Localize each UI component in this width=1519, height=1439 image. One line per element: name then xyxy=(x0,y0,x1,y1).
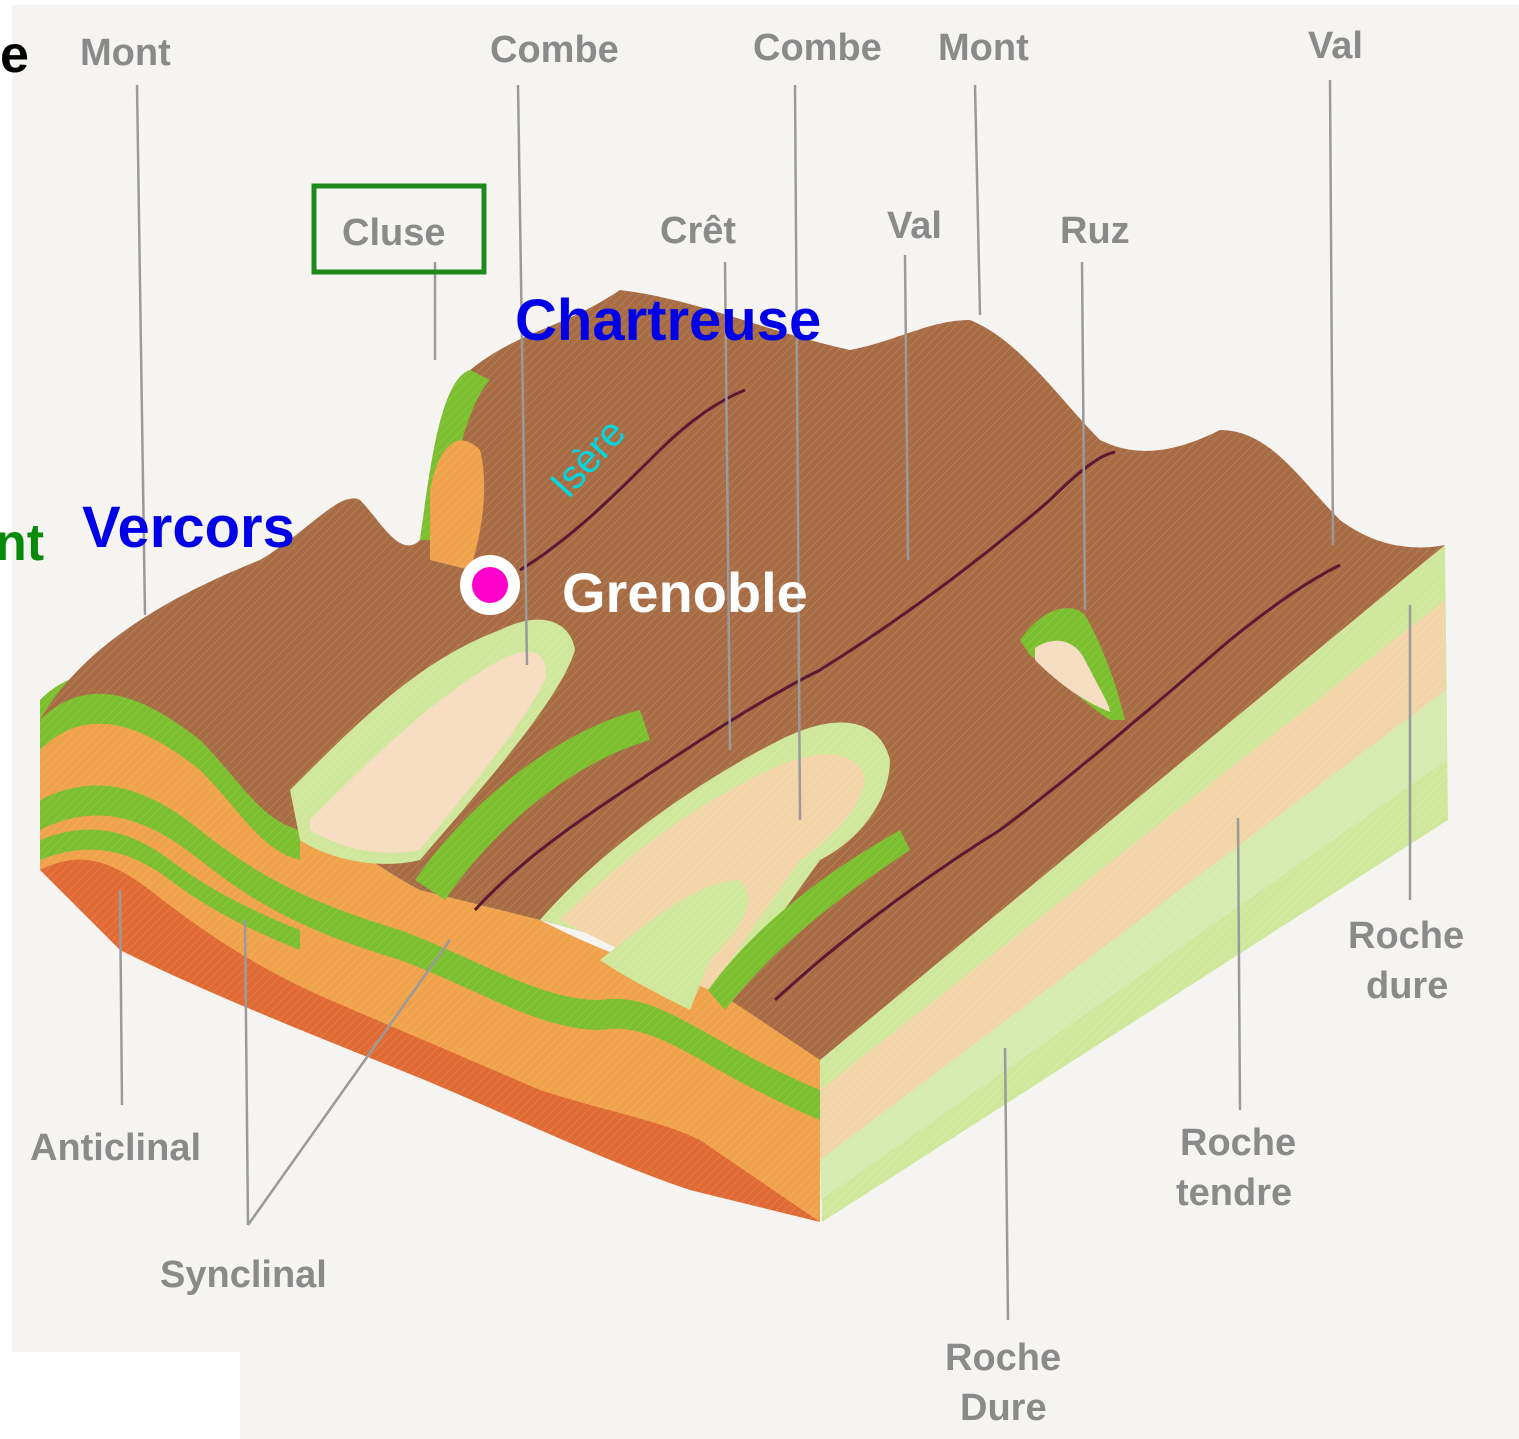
label-ruz: Ruz xyxy=(1060,210,1130,252)
label-cluse: Cluse xyxy=(342,212,445,254)
hatch-texture xyxy=(12,5,1519,1439)
label-combe-1: Combe xyxy=(490,29,619,71)
label-cret: Crêt xyxy=(660,210,736,252)
label-synclinal: Synclinal xyxy=(160,1254,327,1296)
label-mont-2: Mont xyxy=(938,27,1029,69)
label-mont-1: Mont xyxy=(80,32,171,74)
label-val-2: Val xyxy=(887,205,942,247)
grenoble-marker-dot xyxy=(472,567,508,603)
label-roche-dure-right-line2: dure xyxy=(1366,965,1448,1007)
label-val-1: Val xyxy=(1308,25,1363,67)
label-combe-2: Combe xyxy=(753,27,882,69)
label-grenoble: Grenoble xyxy=(562,561,808,624)
label-roche-tendre-line1: Roche xyxy=(1180,1122,1296,1164)
label-roche-dure-right-line1: Roche xyxy=(1348,915,1464,957)
label-left-cut-mid: nt xyxy=(0,514,44,572)
label-roche-dure-bottom-line2: Dure xyxy=(960,1387,1047,1429)
label-anticlinal: Anticlinal xyxy=(30,1127,201,1169)
label-chartreuse: Chartreuse xyxy=(515,288,821,353)
label-vercors: Vercors xyxy=(82,495,295,560)
label-left-cut-top: e xyxy=(0,26,29,84)
label-roche-tendre-line2: tendre xyxy=(1176,1172,1292,1214)
label-roche-dure-bottom-line1: Roche xyxy=(945,1337,1061,1379)
